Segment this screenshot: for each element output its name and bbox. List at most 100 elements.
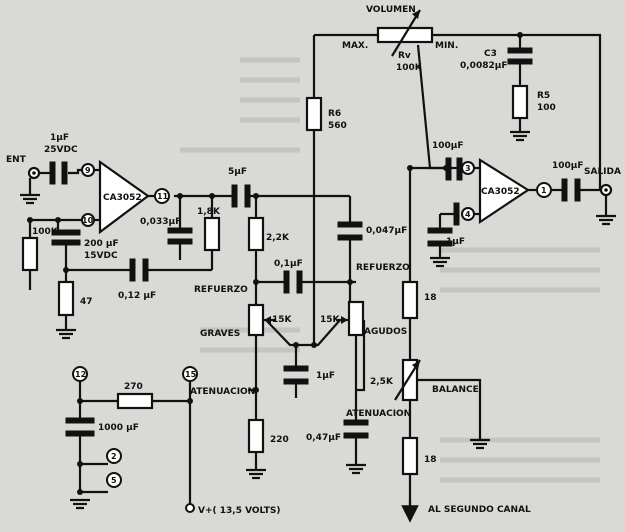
- r270-label: 270: [124, 382, 143, 392]
- resistor-1-8k: [203, 216, 221, 252]
- r220-label: 220: [270, 435, 289, 445]
- pin3-label: 3: [465, 164, 471, 173]
- c012-label: 0,12 µF: [118, 291, 156, 301]
- ic2-opamp: [478, 158, 531, 225]
- pin1-label: 1: [541, 186, 547, 195]
- junction-dots: [27, 32, 523, 495]
- c3-name: C3: [484, 49, 497, 59]
- c100a-label: 100µF: [432, 141, 464, 151]
- ent-label: ENT: [6, 155, 27, 165]
- c5-label: 5µF: [228, 167, 247, 177]
- ic1-pin-9: [81, 163, 95, 177]
- resistor-270: [116, 392, 154, 410]
- salida-label: SALIDA: [584, 167, 621, 177]
- r100k-label: 100K: [32, 227, 59, 237]
- pin9-label: 9: [85, 166, 91, 175]
- resistor-100k: [21, 236, 39, 272]
- resistor-r6: [305, 96, 323, 132]
- c-in-voltage: 25VDC: [44, 145, 78, 155]
- pin5-label: 5: [111, 476, 117, 485]
- min-label: MIN.: [435, 41, 458, 51]
- r18a-label: 18: [424, 293, 437, 303]
- atenuacion-left-label: ATENUACION: [190, 387, 255, 397]
- pin-2: [106, 448, 122, 464]
- pin12-label: 12: [75, 370, 86, 379]
- max-label: MAX.: [342, 41, 368, 51]
- capacitor-0-1uf: [283, 270, 303, 294]
- pin-5: [106, 472, 122, 488]
- segundo-canal-label: AL SEGUNDO CANAL: [428, 505, 531, 515]
- pin-15: [182, 366, 198, 382]
- c200-label: 200 µF: [84, 239, 119, 249]
- volumen-label: VOLUMEN: [366, 5, 416, 15]
- ic1-pin-10: [81, 213, 95, 227]
- potentiometer-graves: [247, 303, 276, 337]
- ic2-pin-1: [536, 182, 552, 198]
- c1uf-mid-label: 1µF: [316, 371, 335, 381]
- rv-value: 100K: [396, 63, 423, 73]
- graves-label: GRAVES: [200, 329, 240, 339]
- capacitor-1uf-right-plates: [427, 227, 453, 247]
- wires: [20, 33, 616, 510]
- capacitor-200uf: [51, 229, 81, 246]
- vplus-terminal: [185, 503, 195, 513]
- rv-name: Rv: [398, 51, 411, 61]
- r5-value: 100: [537, 103, 556, 113]
- pin4-label: 4: [465, 210, 471, 219]
- capacitor-0-12uf: [129, 258, 149, 282]
- pin-12: [72, 366, 88, 382]
- c0047-label: 0,047µF: [366, 226, 407, 236]
- p25k-label: 2,5K: [370, 377, 394, 387]
- ic2-pin-4: [461, 207, 475, 221]
- c-in-value: 1µF: [50, 133, 69, 143]
- atenuacion-right-label: ATENUACION: [346, 409, 411, 419]
- c0033-label: 0,033µF: [140, 217, 181, 227]
- agudos-label: AGUDOS: [364, 327, 407, 337]
- input-capacitor: [49, 161, 68, 185]
- ic2-name: CA3052: [481, 187, 520, 197]
- resistor-47: [57, 280, 75, 317]
- refuerzo-left-label: REFUERZO: [194, 285, 248, 295]
- output-jack: [599, 183, 613, 197]
- r5-name: R5: [537, 91, 550, 101]
- capacitor-0-47uf: [343, 419, 369, 439]
- input-jack: [27, 166, 41, 180]
- capacitor-1uf-mid: [283, 365, 309, 385]
- r6-name: R6: [328, 109, 341, 119]
- potentiometer-volume: [376, 9, 434, 57]
- r18k-label: 1,8K: [197, 207, 221, 217]
- c047-label: 0,47µF: [306, 433, 341, 443]
- refuerzo-right-label: REFUERZO: [356, 263, 410, 273]
- capacitor-0-033uf: [167, 227, 193, 245]
- resistor-18-upper: [401, 280, 419, 320]
- balance-label: BALANCE: [432, 385, 479, 395]
- capacitor-c3: [507, 47, 533, 65]
- r18b-label: 18: [424, 455, 437, 465]
- ic2-pin-3: [461, 161, 475, 175]
- background-bleed-text: [180, 0, 600, 483]
- c3-value: 0,0082µF: [460, 61, 508, 71]
- capacitor-0-047uf: [337, 221, 363, 241]
- r22k-label: 2,2K: [266, 233, 290, 243]
- resistor-2-2k: [247, 216, 265, 252]
- ic1-opamp: [98, 159, 150, 235]
- c100b-label: 100µF: [552, 161, 584, 171]
- pot-agudos-value: 15K: [320, 315, 341, 325]
- ic1-pin-11: [154, 188, 170, 204]
- resistor-18-lower: [401, 436, 419, 476]
- capacitor-1uf-right: [453, 202, 460, 226]
- capacitor-5uf: [231, 184, 251, 208]
- capacitor-100uf-output: [561, 178, 581, 202]
- capacitor-1000uf: [65, 417, 95, 437]
- pin15-label: 15: [185, 370, 197, 379]
- resistor-220: [247, 418, 265, 454]
- potentiometer-balance: [394, 358, 421, 402]
- pin11-label: 11: [157, 192, 169, 201]
- c1000-label: 1000 µF: [98, 423, 139, 433]
- r47-label: 47: [80, 297, 93, 307]
- r6-value: 560: [328, 121, 347, 131]
- pot-graves-value: 15K: [272, 315, 293, 325]
- potentiometer-agudos: [336, 300, 365, 337]
